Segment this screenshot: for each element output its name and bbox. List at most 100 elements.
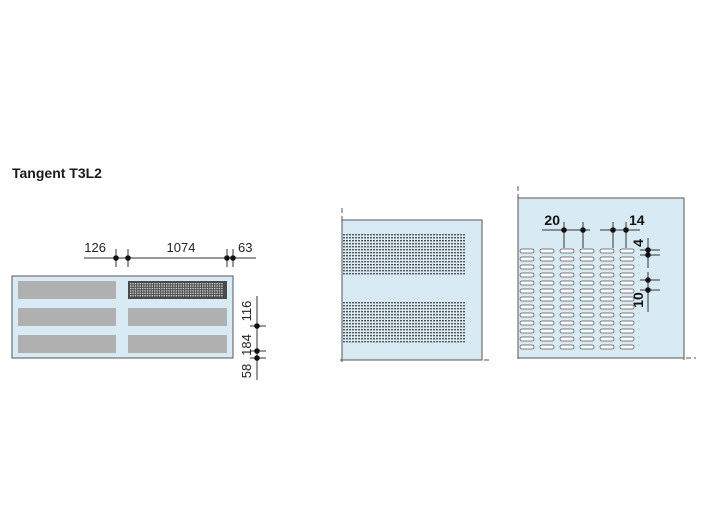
perforation-hole	[427, 243, 429, 245]
perforation-hole	[211, 287, 213, 290]
perforation-hole	[170, 283, 173, 285]
perforation-hole	[400, 323, 402, 325]
perforation-hole	[367, 249, 369, 251]
perforation-hole	[355, 267, 357, 269]
slot-hole	[539, 296, 555, 302]
perforation-hole	[349, 246, 351, 248]
perforation-hole	[415, 249, 417, 251]
dimension-label-20: 20	[544, 212, 560, 228]
perforation-hole	[439, 329, 441, 331]
perforation-hole	[182, 287, 185, 290]
perforation-hole	[346, 308, 348, 310]
perforation-hole	[367, 329, 369, 331]
perforation-hole	[202, 290, 204, 292]
perforation-hole	[349, 323, 351, 325]
perforation-hole	[445, 341, 447, 343]
perforation-hole	[460, 240, 462, 242]
perforation-hole	[394, 329, 396, 331]
perforation-hole	[346, 246, 348, 248]
perforation-hole	[166, 292, 168, 294]
perforation-hole	[409, 243, 411, 245]
perforation-hole	[168, 285, 170, 287]
perforation-hole	[418, 323, 420, 325]
perforation-hole	[158, 283, 161, 285]
perforation-hole	[154, 283, 156, 285]
perforation-hole	[391, 234, 393, 236]
dimension-dot	[230, 255, 236, 261]
perforation-hole	[382, 270, 384, 272]
slot-hole	[539, 248, 555, 254]
perforation-hole	[379, 246, 381, 248]
perforation-hole	[367, 255, 369, 257]
perforation-hole	[190, 295, 192, 297]
perforation-block-lower	[343, 302, 465, 343]
perforation-hole	[436, 270, 438, 272]
perforation-hole	[376, 258, 378, 260]
perforation-hole	[154, 292, 156, 294]
slot-hole	[539, 344, 555, 350]
slot-hole	[579, 320, 595, 326]
perforation-hole	[376, 317, 378, 319]
perforation-hole	[448, 264, 450, 266]
perforation-hole	[400, 273, 402, 275]
perforation-hole	[448, 255, 450, 257]
perforation-hole	[199, 283, 201, 285]
perforation-hole	[412, 243, 414, 245]
slot-hole	[599, 296, 615, 302]
perforation-hole	[180, 290, 182, 292]
perforation-hole	[394, 240, 396, 242]
perforation-hole	[463, 264, 465, 266]
perforation-hole	[397, 341, 399, 343]
perforation-hole	[209, 285, 211, 287]
perforation-hole	[430, 311, 432, 313]
perforation-hole	[218, 285, 221, 287]
perforation-hole	[463, 335, 465, 337]
perforation-hole	[445, 267, 447, 269]
perforation-hole	[391, 311, 393, 313]
perforation-hole	[349, 273, 351, 275]
perforation-hole	[403, 338, 405, 340]
insert-slot-2-2	[128, 308, 227, 326]
slot-hole	[559, 296, 575, 302]
perforation-hole	[436, 240, 438, 242]
perforation-hole	[403, 264, 405, 266]
perforation-hole	[385, 320, 387, 322]
perforation-hole	[442, 252, 444, 254]
perforation-hole	[448, 243, 450, 245]
perforation-hole	[370, 243, 372, 245]
perforation-hole	[364, 341, 366, 343]
perforation-hole	[397, 308, 399, 310]
perforation-hole	[442, 243, 444, 245]
perforation-hole	[379, 302, 381, 304]
dimension-dot	[254, 355, 260, 361]
perforation-hole	[349, 314, 351, 316]
perforation-hole	[373, 252, 375, 254]
perforation-hole	[445, 240, 447, 242]
perforation-hole	[397, 320, 399, 322]
perforation-hole	[352, 311, 354, 313]
perforation-hole	[373, 246, 375, 248]
perforation-hole	[367, 302, 369, 304]
perforation-hole	[448, 338, 450, 340]
perforation-hole	[421, 237, 423, 239]
perforation-hole	[400, 308, 402, 310]
perforation-hole	[204, 295, 206, 297]
perforation-hole	[457, 270, 459, 272]
perforation-hole	[448, 302, 450, 304]
slot-hole	[599, 320, 615, 326]
perforation-hole	[382, 258, 384, 260]
perforation-hole	[406, 329, 408, 331]
perforation-hole	[358, 234, 360, 236]
perforation-hole	[364, 261, 366, 263]
perforation-hole	[149, 292, 151, 294]
perforation-hole	[406, 311, 408, 313]
perforation-hole	[192, 292, 194, 294]
perforation-hole	[457, 264, 459, 266]
perforation-hole	[421, 302, 423, 304]
insert-slot-3-1	[18, 335, 116, 353]
slot-hole	[599, 336, 615, 342]
perforation-hole	[352, 267, 354, 269]
perforation-hole	[397, 234, 399, 236]
perforation-hole	[457, 341, 459, 343]
perforation-hole	[211, 283, 213, 285]
